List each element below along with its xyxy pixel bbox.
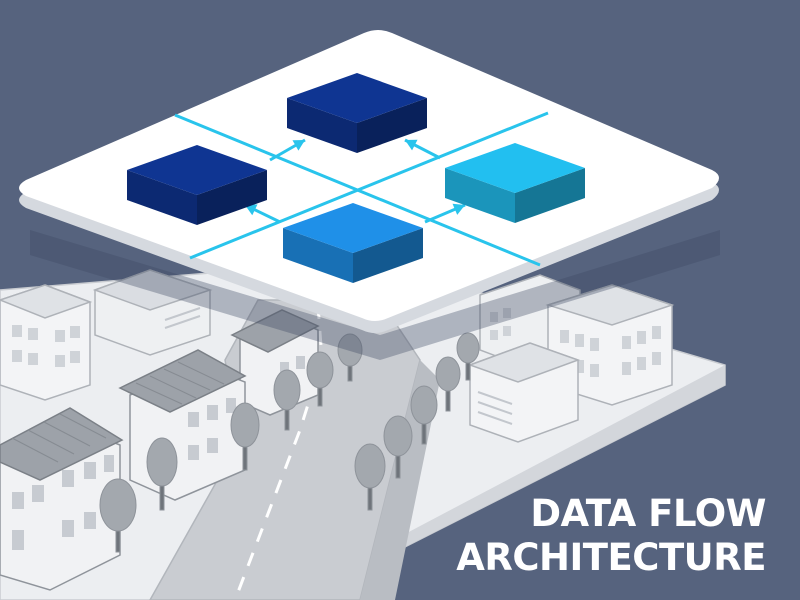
data-block-left bbox=[127, 145, 267, 225]
tree-group bbox=[99, 332, 480, 553]
tree bbox=[306, 351, 334, 407]
tree bbox=[146, 437, 178, 511]
house-front bbox=[0, 407, 124, 591]
data-blocks bbox=[127, 73, 585, 283]
tree bbox=[383, 415, 413, 479]
diagram-caption: DATA FLOW ARCHITECTURE bbox=[456, 492, 766, 580]
tree bbox=[273, 369, 301, 431]
flow-arrow-right-to-back bbox=[404, 138, 441, 160]
tree bbox=[410, 385, 438, 445]
flow-arrow-front-to-left bbox=[244, 203, 281, 224]
building-right-front bbox=[467, 342, 581, 443]
platform-grid bbox=[174, 111, 549, 267]
building-back-mid bbox=[92, 269, 213, 356]
flow-arrow-left-to-back bbox=[269, 138, 306, 162]
floating-platform bbox=[19, 30, 719, 333]
tree bbox=[435, 356, 461, 412]
tree bbox=[337, 333, 363, 382]
building-back-left bbox=[0, 284, 93, 401]
platform-shadow bbox=[30, 230, 720, 360]
flow-arrow-front-to-right bbox=[424, 203, 466, 224]
tree bbox=[99, 478, 137, 553]
tree bbox=[354, 443, 386, 511]
data-block-front bbox=[283, 203, 423, 283]
caption-line-2: ARCHITECTURE bbox=[456, 536, 766, 579]
building-right-tall bbox=[545, 284, 675, 406]
tree bbox=[230, 402, 260, 471]
caption-line-1: DATA FLOW bbox=[530, 492, 766, 535]
tree bbox=[456, 332, 480, 381]
data-block-back bbox=[287, 73, 427, 153]
data-block-right bbox=[445, 143, 585, 223]
flow-arrows bbox=[244, 138, 466, 224]
